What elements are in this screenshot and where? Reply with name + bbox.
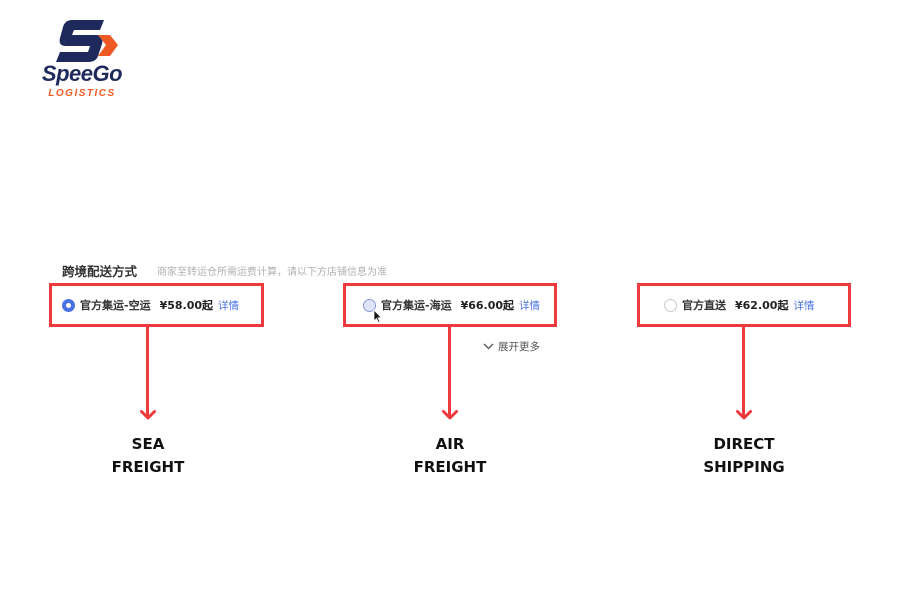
- option-detail-link[interactable]: 详情: [519, 299, 541, 312]
- annotation-label-3: DIRECT SHIPPING: [674, 433, 814, 479]
- annotation-label-1: SEA FREIGHT: [78, 433, 218, 479]
- section-title: 跨境配送方式: [62, 264, 138, 279]
- expand-more-label: 展开更多: [498, 341, 540, 353]
- arrow-down-icon: [140, 410, 156, 420]
- brand-name: SpeeGo: [41, 61, 123, 86]
- highlight-box-option-2: [343, 283, 557, 327]
- label-line: SHIPPING: [703, 458, 785, 476]
- annotation-label-2: AIR FREIGHT: [380, 433, 520, 479]
- label-line: AIR: [435, 435, 465, 453]
- highlight-box-option-3: [637, 283, 851, 327]
- label-line: SEA: [131, 435, 165, 453]
- option-price: ¥62.00起: [735, 299, 789, 312]
- brand-tagline: LOGISTICS: [48, 88, 116, 99]
- radio-checked-icon[interactable]: [62, 298, 75, 312]
- label-line: DIRECT: [713, 435, 775, 453]
- option-detail-link[interactable]: 详情: [793, 299, 815, 312]
- chevron-down-icon: [483, 343, 494, 350]
- speego-logo: SpeeGo LOGISTICS: [22, 18, 142, 103]
- annotation-arrow-line: [448, 327, 451, 417]
- highlight-box-option-1: [49, 283, 264, 327]
- radio-hover-icon[interactable]: [363, 298, 376, 312]
- option-name: 官方集运-海运: [381, 299, 452, 312]
- label-line: FREIGHT: [413, 458, 487, 476]
- shipping-option-sea[interactable]: 官方集运-海运 ¥66.00起 详情: [363, 284, 540, 326]
- expand-more-button[interactable]: 展开更多: [483, 339, 540, 354]
- annotation-arrow-line: [742, 327, 745, 417]
- option-detail-link[interactable]: 详情: [218, 299, 240, 312]
- option-name: 官方集运-空运: [80, 299, 151, 312]
- shipping-option-air[interactable]: 官方集运-空运 ¥58.00起 详情: [62, 284, 239, 326]
- annotation-arrow-line: [146, 327, 149, 417]
- option-price: ¥66.00起: [460, 299, 515, 312]
- radio-unchecked-icon[interactable]: [664, 298, 677, 312]
- option-price: ¥58.00起: [159, 299, 214, 312]
- arrow-down-icon: [442, 410, 458, 420]
- arrow-down-icon: [736, 410, 752, 420]
- label-line: FREIGHT: [111, 458, 185, 476]
- section-hint: 商家至转运仓所需运费计算，请以下方店铺信息为准: [157, 267, 387, 278]
- speego-s-mark-icon: [56, 20, 118, 62]
- shipping-option-direct[interactable]: 官方直送 ¥62.00起 详情: [664, 284, 814, 326]
- mouse-cursor-icon: [373, 309, 383, 323]
- option-name: 官方直送: [682, 299, 726, 312]
